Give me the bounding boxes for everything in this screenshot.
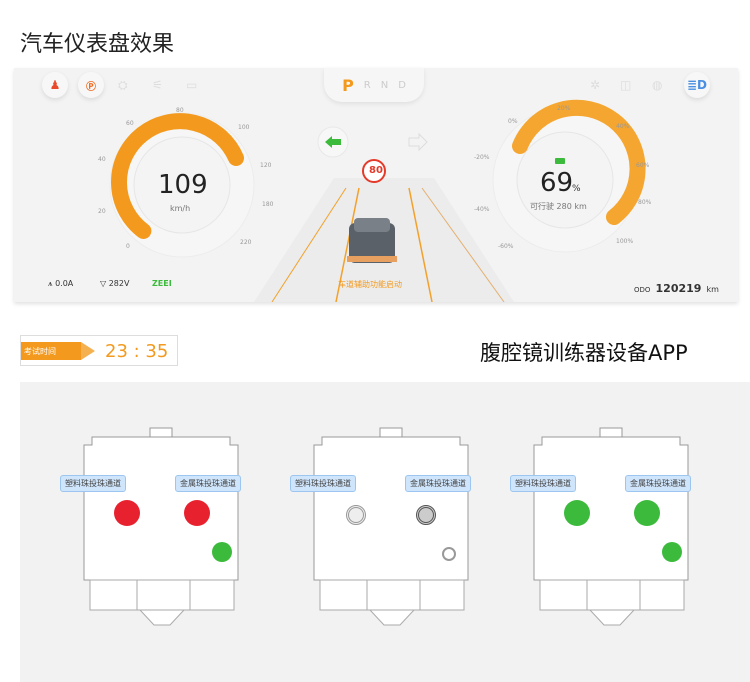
plastic-bead-channel-label: 塑料珠投珠通道	[290, 475, 356, 492]
battery-tick: -20%	[474, 154, 490, 161]
car-dashboard: ♟ Ⓟ ⛭ ⚟ ▭ P R N D ✲ ◫ ◍ ≣D 80 0 20 40 60…	[14, 68, 738, 302]
door-icon: ◫	[620, 78, 632, 92]
current-icon: ⩚	[48, 279, 56, 288]
battery-unit: %	[572, 184, 581, 194]
current-readout: ⩚ 0.0A	[48, 279, 73, 289]
lane-assist-status: 车道辅助功能启动	[338, 280, 402, 289]
gauges-graphics	[109, 99, 646, 302]
odo-value: 120219	[655, 282, 702, 295]
fog-light-icon: ✲	[590, 78, 601, 92]
speed-unit: km/h	[170, 204, 191, 213]
gear-selector: P R N D	[324, 68, 424, 102]
status-indicator	[662, 542, 682, 562]
battery-tick: 100%	[616, 238, 634, 245]
speed-limit-sign: 80	[369, 165, 383, 176]
status-indicator	[212, 542, 232, 562]
timer-value: 23 : 35	[105, 341, 169, 362]
battery-arc	[512, 99, 646, 225]
odometer: ODO 120219 km	[634, 277, 719, 296]
voltage-value: 282V	[108, 279, 130, 288]
mode-label: ZEEI	[152, 279, 172, 288]
speed-tick: 0	[126, 243, 130, 250]
speed-tick: 20	[98, 208, 106, 215]
speed-tick: 40	[98, 156, 106, 163]
parking-brake-icon: Ⓟ	[78, 72, 104, 98]
battery-tick: 60%	[636, 162, 650, 169]
current-value: 0.0A	[55, 279, 74, 288]
plastic-channel-indicator	[346, 505, 366, 525]
battery-tick: 80%	[638, 199, 652, 206]
range-label: 可行驶 280 km	[530, 202, 587, 211]
odo-label: ODO	[634, 286, 651, 294]
speed-arc	[111, 113, 244, 239]
headlight-icon: ≣D	[684, 72, 710, 98]
voltage-readout: ▽ 282V	[100, 279, 129, 288]
seatbelt-icon: ♟	[42, 72, 68, 98]
battery-tick: -60%	[498, 243, 514, 250]
engine-icon: ⛭	[118, 78, 128, 92]
exam-timer: 考试时间 23 : 35	[20, 335, 178, 366]
battery-tick: 0%	[508, 118, 518, 125]
speed-tick: 80	[176, 107, 184, 114]
metal-channel-indicator	[416, 505, 436, 525]
metal-bead-channel-label: 金属珠投珠通道	[175, 475, 241, 492]
trainer-device: 塑料珠投珠通道 金属珠投珠通道	[290, 425, 472, 635]
metal-channel-indicator	[634, 500, 660, 526]
timer-label: 考试时间	[21, 342, 81, 360]
voltage-icon: ▽	[100, 279, 109, 288]
gear-n: N	[380, 79, 389, 91]
trainer-device: 塑料珠投珠通道 金属珠投珠通道	[60, 425, 242, 635]
battery-tick: 20%	[557, 105, 571, 112]
battery-warning-icon: ▭	[186, 78, 198, 92]
plastic-bead-channel-label: 塑料珠投珠通道	[60, 475, 126, 492]
tire-icon: ◍	[652, 78, 663, 92]
speed-tick: 120	[260, 162, 272, 169]
metal-bead-channel-label: 金属珠投珠通道	[405, 475, 471, 492]
turn-left-arrow	[325, 136, 341, 148]
plastic-bead-channel-label: 塑料珠投珠通道	[510, 475, 576, 492]
metal-bead-channel-label: 金属珠投珠通道	[625, 475, 691, 492]
battery-tick: 40%	[616, 123, 630, 130]
battery-tick: -40%	[474, 206, 490, 213]
speed-tick: 100	[238, 124, 250, 131]
speed-tick: 60	[126, 120, 134, 127]
section-title-dashboard: 汽车仪表盘效果	[20, 32, 175, 57]
app-title: 腹腔镜训练器设备APP	[480, 341, 688, 365]
odo-unit: km	[706, 285, 719, 294]
trainer-device: 塑料珠投珠通道 金属珠投珠通道	[510, 425, 692, 635]
gear-r: R	[363, 79, 371, 91]
metal-channel-indicator	[184, 500, 210, 526]
speed-tick: 220	[240, 239, 252, 246]
speed-tick: 180	[262, 201, 274, 208]
plastic-channel-indicator	[564, 500, 590, 526]
gear-d: D	[398, 79, 406, 91]
plastic-channel-indicator	[114, 500, 140, 526]
gear-p: P	[342, 75, 354, 95]
status-indicator	[442, 547, 456, 561]
wiper-icon: ⚟	[152, 78, 163, 92]
speed-value: 109	[158, 170, 208, 200]
battery-value: 69	[540, 168, 574, 198]
